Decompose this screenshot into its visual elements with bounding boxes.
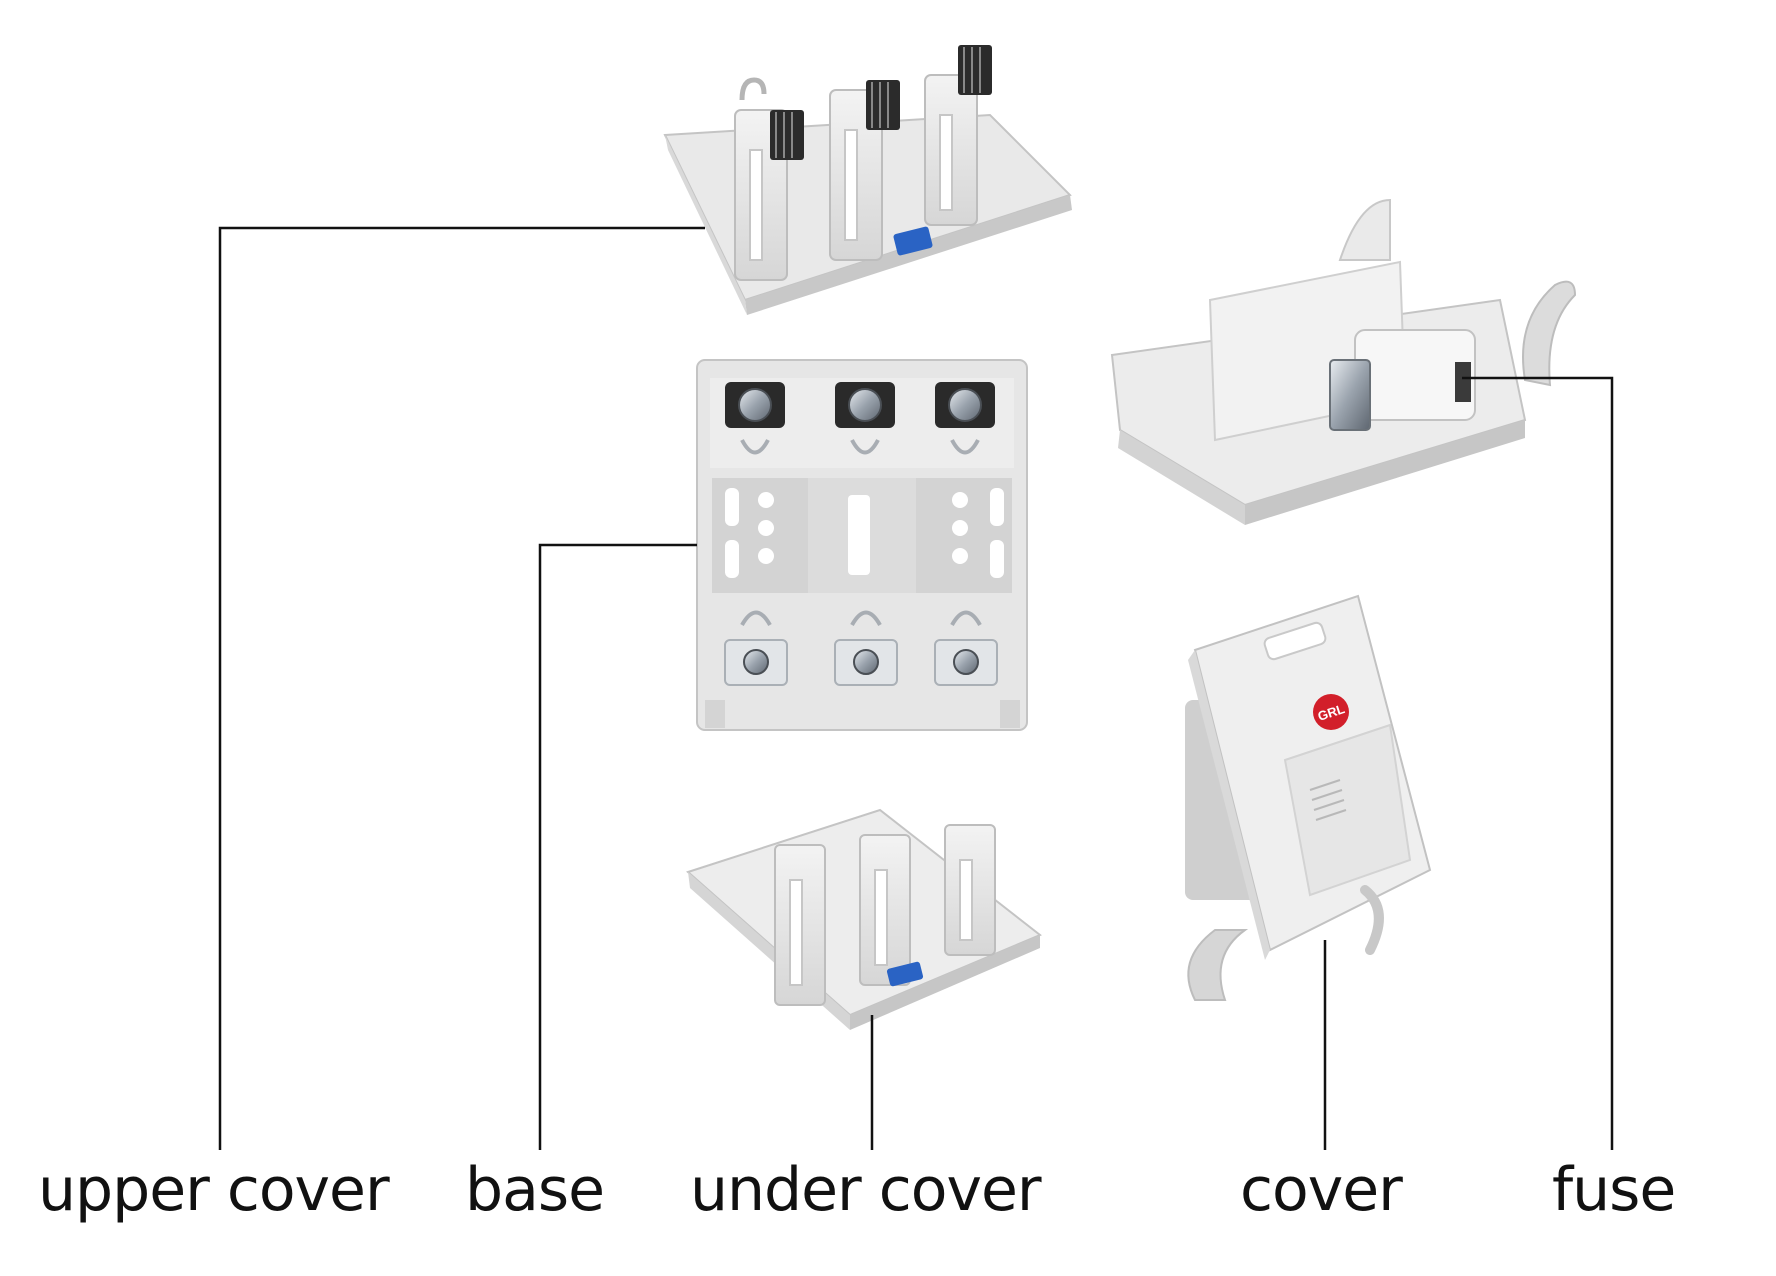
label-under-cover: under cover: [690, 1155, 1042, 1225]
label-fuse: fuse: [1552, 1155, 1676, 1225]
leader-line-fuse: [1462, 376, 1614, 1150]
label-cover: cover: [1240, 1155, 1403, 1225]
label-upper-cover: upper cover: [38, 1155, 390, 1225]
label-base: base: [465, 1155, 605, 1225]
leader-lines: [218, 226, 1614, 1150]
fuse-part: [1110, 198, 1577, 525]
leader-line-base: [538, 543, 697, 1150]
latch-blue: [886, 961, 924, 987]
cover-part: GRL: [1185, 594, 1432, 1001]
leader-line-upper-cover: [218, 226, 705, 1150]
brand-badge: [1313, 694, 1349, 730]
under-cover-part: [686, 808, 1042, 1030]
latch-blue: [893, 226, 933, 256]
upper-cover-part: [663, 45, 1072, 315]
base-part: [696, 359, 1028, 731]
